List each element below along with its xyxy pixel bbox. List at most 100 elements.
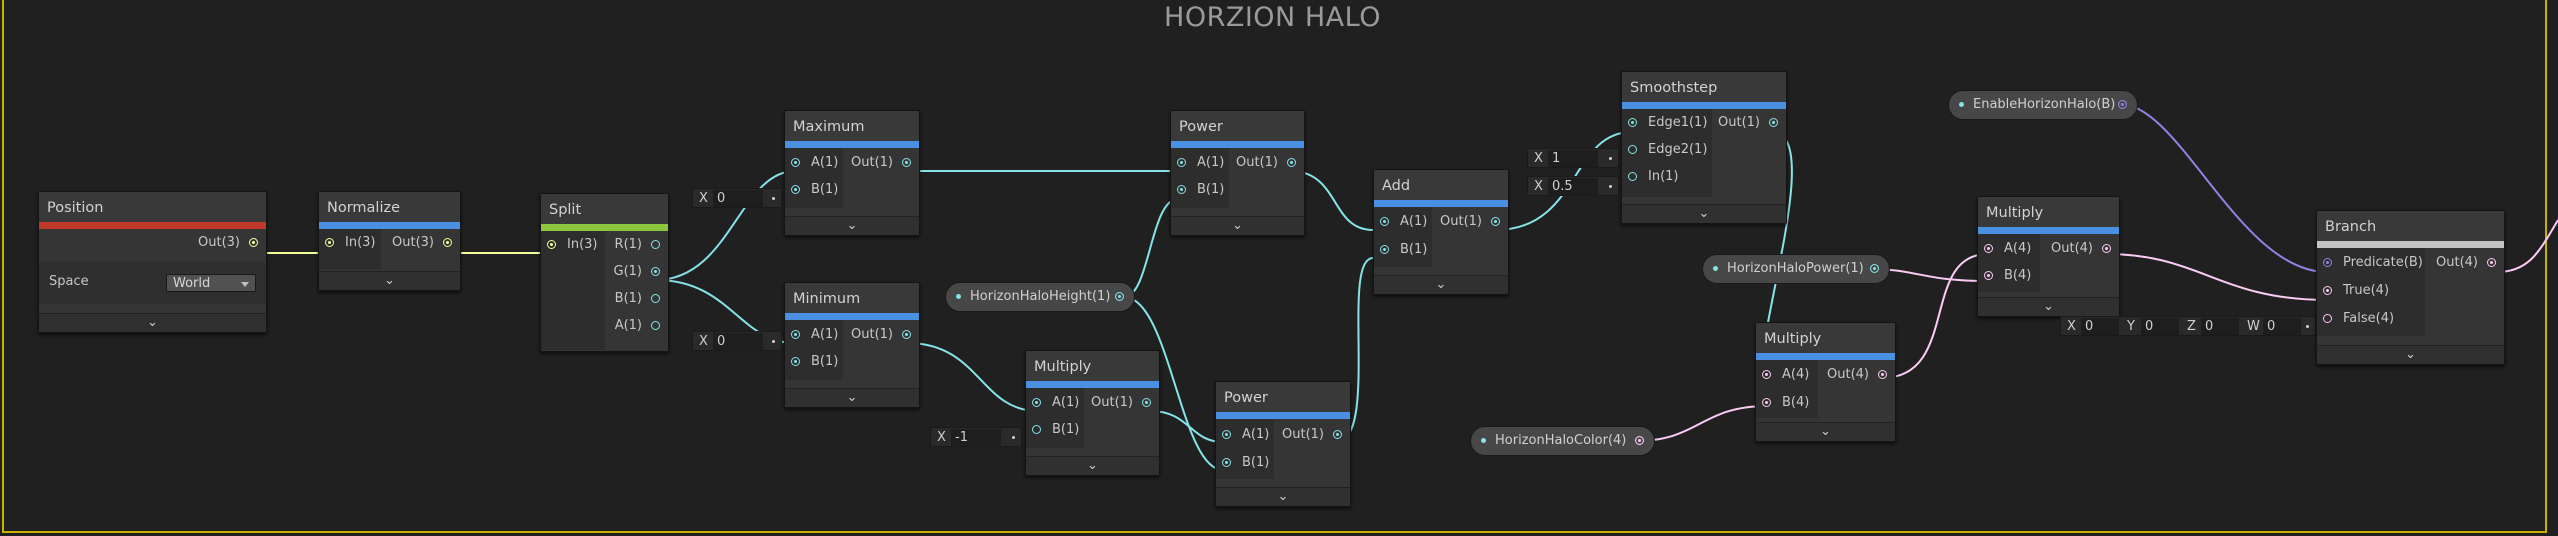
maximum-node[interactable]: Maximum A(1) B(1) Out(1) ⌄ bbox=[784, 110, 920, 236]
maximum-b-field[interactable]: X 0 bbox=[692, 188, 782, 208]
input-port-predicate[interactable]: Predicate(B) bbox=[2323, 253, 2423, 273]
vector1-port-icon[interactable] bbox=[1115, 292, 1124, 301]
input-port-true[interactable]: True(4) bbox=[2323, 281, 2389, 301]
input-port-a[interactable]: A(1) bbox=[1380, 212, 1427, 232]
vector3-port-icon[interactable] bbox=[547, 240, 556, 249]
output-port-g[interactable]: G(1) bbox=[614, 262, 660, 282]
output-port-out[interactable]: Out(3) bbox=[198, 233, 258, 253]
vector1-port-icon[interactable] bbox=[1177, 158, 1186, 167]
vector1-port-icon[interactable] bbox=[651, 240, 660, 249]
vector1-port-icon[interactable] bbox=[1628, 172, 1637, 181]
output-port-out[interactable]: Out(1) bbox=[1718, 113, 1778, 133]
field-value[interactable]: 0 bbox=[713, 333, 763, 350]
field-value-z[interactable]: 0 bbox=[2201, 318, 2239, 335]
input-port-false[interactable]: False(4) bbox=[2323, 309, 2394, 329]
vector4-port-icon[interactable] bbox=[2323, 286, 2332, 295]
vector1-port-icon[interactable] bbox=[791, 185, 800, 194]
multiply-node-2[interactable]: Multiply A(4) B(4) Out(4) ⌄ bbox=[1755, 322, 1896, 442]
input-port-a[interactable]: A(1) bbox=[1177, 153, 1224, 173]
collapse-button[interactable]: ⌄ bbox=[785, 216, 919, 235]
collapse-button[interactable]: ⌄ bbox=[39, 313, 266, 332]
vector1-port-icon[interactable] bbox=[1142, 398, 1151, 407]
space-dropdown[interactable]: World bbox=[166, 274, 256, 292]
vector1-port-icon[interactable] bbox=[1222, 458, 1231, 467]
normalize-node[interactable]: Normalize In(3) Out(3) ⌄ bbox=[318, 191, 461, 291]
vector1-port-icon[interactable] bbox=[651, 294, 660, 303]
vector1-port-icon[interactable] bbox=[902, 158, 911, 167]
output-port-out[interactable]: Out(1) bbox=[851, 325, 911, 345]
collapse-button[interactable]: ⌄ bbox=[319, 271, 460, 290]
group-title[interactable]: HORZION HALO bbox=[1164, 2, 1381, 33]
position-node[interactable]: Position Out(3) Space World ⌄ bbox=[38, 191, 267, 333]
vector4-port-icon[interactable] bbox=[2487, 258, 2496, 267]
input-port-edge2[interactable]: Edge2(1) bbox=[1628, 140, 1707, 160]
vector1-port-icon[interactable] bbox=[1287, 158, 1296, 167]
field-value[interactable]: 0.5 bbox=[1548, 178, 1598, 195]
vector3-port-icon[interactable] bbox=[443, 238, 452, 247]
smoothstep-in-field[interactable]: X 0.5 bbox=[1527, 176, 1619, 196]
input-port-b[interactable]: B(1) bbox=[1032, 420, 1079, 440]
boolean-port-icon[interactable] bbox=[2118, 100, 2127, 109]
vector4-port-icon[interactable] bbox=[2323, 314, 2332, 323]
input-port-a[interactable]: A(1) bbox=[791, 325, 838, 345]
vector4-port-icon[interactable] bbox=[1984, 244, 1993, 253]
input-port-b[interactable]: B(1) bbox=[1380, 240, 1427, 260]
smoothstep-edge2-field[interactable]: X 1 bbox=[1527, 148, 1619, 168]
multiply-node-1[interactable]: Multiply A(1) B(1) Out(1) ⌄ bbox=[1025, 350, 1160, 476]
input-port-a[interactable]: A(1) bbox=[1032, 393, 1079, 413]
vector1-port-icon[interactable] bbox=[1032, 398, 1041, 407]
smoothstep-node[interactable]: Smoothstep Edge1(1) Edge2(1) In(1) Out(1… bbox=[1621, 71, 1787, 224]
collapse-button[interactable]: ⌄ bbox=[1216, 487, 1350, 506]
collapse-button[interactable]: ⌄ bbox=[1374, 275, 1508, 294]
field-value[interactable]: -1 bbox=[951, 429, 1001, 446]
output-port-out[interactable]: Out(1) bbox=[1282, 425, 1342, 445]
vector1-port-icon[interactable] bbox=[1333, 430, 1342, 439]
output-port-out[interactable]: Out(1) bbox=[1091, 393, 1151, 413]
vector4-port-icon[interactable] bbox=[1762, 370, 1771, 379]
vector4-port-icon[interactable] bbox=[2102, 244, 2111, 253]
input-port-b[interactable]: B(1) bbox=[1222, 453, 1269, 473]
horizon-halo-color-property[interactable]: HorizonHaloColor(4) bbox=[1470, 426, 1655, 456]
vector1-port-icon[interactable] bbox=[651, 321, 660, 330]
collapse-button[interactable]: ⌄ bbox=[1026, 456, 1159, 475]
vector4-port-icon[interactable] bbox=[1635, 436, 1644, 445]
vector1-port-icon[interactable] bbox=[1628, 118, 1637, 127]
vector1-port-icon[interactable] bbox=[791, 158, 800, 167]
vector1-port-icon[interactable] bbox=[1380, 217, 1389, 226]
output-port-out[interactable]: Out(1) bbox=[851, 153, 911, 173]
collapse-button[interactable]: ⌄ bbox=[1756, 422, 1895, 441]
output-port-out[interactable]: Out(4) bbox=[1827, 365, 1887, 385]
output-port-out[interactable]: Out(1) bbox=[1440, 212, 1500, 232]
add-node[interactable]: Add A(1) B(1) Out(1) ⌄ bbox=[1373, 169, 1509, 295]
horizon-halo-height-property[interactable]: HorizonHaloHeight(1) bbox=[945, 282, 1135, 312]
collapse-button[interactable]: ⌄ bbox=[1622, 204, 1786, 223]
boolean-port-icon[interactable] bbox=[2323, 258, 2332, 267]
output-port-a[interactable]: A(1) bbox=[615, 316, 660, 336]
multiply-node-3[interactable]: Multiply A(4) B(4) Out(4) ⌄ bbox=[1977, 196, 2120, 317]
collapse-button[interactable]: ⌄ bbox=[2317, 345, 2504, 364]
vector4-port-icon[interactable] bbox=[1878, 370, 1887, 379]
field-value[interactable]: 0 bbox=[713, 190, 763, 207]
enable-horizon-halo-property[interactable]: EnableHorizonHalo(B) bbox=[1948, 90, 2138, 120]
input-port-b[interactable]: B(1) bbox=[1177, 180, 1224, 200]
horizon-halo-power-property[interactable]: HorizonHaloPower(1) bbox=[1702, 254, 1890, 284]
vector1-port-icon[interactable] bbox=[1032, 425, 1041, 434]
input-port-in[interactable]: In(3) bbox=[547, 235, 598, 255]
vector1-port-icon[interactable] bbox=[1870, 264, 1879, 273]
field-value-y[interactable]: 0 bbox=[2141, 318, 2179, 335]
power-node-2[interactable]: Power A(1) B(1) Out(1) ⌄ bbox=[1215, 381, 1351, 507]
collapse-button[interactable]: ⌄ bbox=[1978, 297, 2119, 316]
input-port-in[interactable]: In(1) bbox=[1628, 167, 1679, 187]
vector1-port-icon[interactable] bbox=[1222, 430, 1231, 439]
output-port-b[interactable]: B(1) bbox=[615, 289, 660, 309]
vector1-port-icon[interactable] bbox=[1380, 245, 1389, 254]
branch-false-field[interactable]: X 0 Y 0 Z 0 W 0 bbox=[2060, 316, 2316, 336]
input-port-a[interactable]: A(1) bbox=[1222, 425, 1269, 445]
split-node[interactable]: Split In(3) R(1) G(1) B(1) A(1) bbox=[540, 193, 669, 352]
output-port-out[interactable]: Out(4) bbox=[2051, 239, 2111, 259]
output-port-out[interactable]: Out(1) bbox=[1236, 153, 1296, 173]
vector4-port-icon[interactable] bbox=[1984, 271, 1993, 280]
input-port-a[interactable]: A(4) bbox=[1984, 239, 2031, 259]
input-port-b[interactable]: B(4) bbox=[1984, 266, 2031, 286]
